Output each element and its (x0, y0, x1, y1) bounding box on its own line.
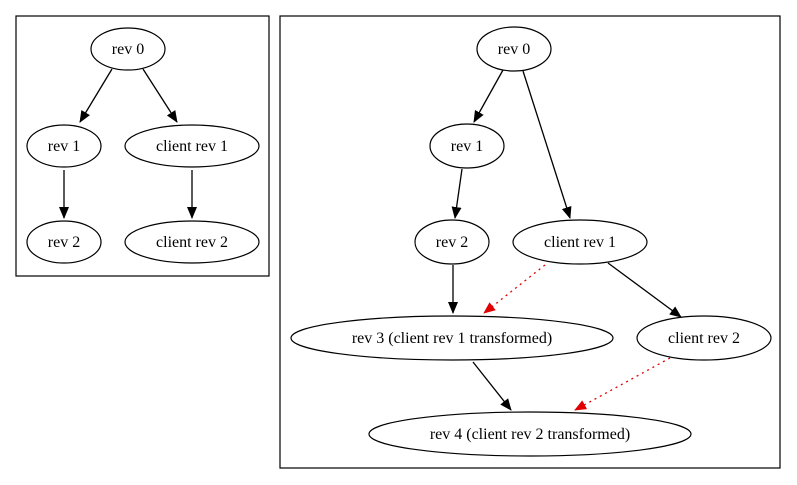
left-node-rev1: rev 1 (26, 124, 102, 168)
right-node-rev4: rev 4 (client rev 2 transformed) (368, 411, 692, 457)
left-node-rev2: rev 2 (26, 220, 102, 264)
right-node-client-rev2: client rev 2 (636, 315, 772, 361)
right-graph-frame (279, 15, 781, 469)
right-node-rev1-label: rev 1 (451, 138, 483, 155)
left-node-rev2-label: rev 2 (48, 234, 80, 251)
left-node-client-rev2-label: client rev 2 (156, 234, 228, 251)
edge-left-rev0-rev1 (79, 68, 113, 123)
edge-right-rev3-rev4 (472, 361, 512, 411)
edge-left-rev0-client-rev1 (142, 68, 178, 123)
right-node-rev0: rev 0 (476, 26, 552, 72)
right-node-rev2: rev 2 (414, 219, 490, 265)
edge-right-client-rev1-rev3-transform (483, 264, 546, 314)
right-edges (448, 69, 682, 411)
right-node-rev3: rev 3 (client rev 1 transformed) (290, 315, 614, 361)
right-node-rev4-label: rev 4 (client rev 2 transformed) (430, 426, 630, 443)
left-node-rev0: rev 0 (90, 27, 166, 71)
right-node-rev2-label: rev 2 (436, 234, 468, 251)
left-graph-frame (15, 15, 270, 277)
right-node-client-rev1: client rev 1 (512, 219, 648, 265)
edge-right-rev0-rev1 (473, 69, 504, 123)
edge-right-rev0-client-rev1 (522, 70, 572, 219)
left-node-rev0-label: rev 0 (112, 41, 144, 58)
left-node-client-rev1-label: client rev 1 (156, 138, 228, 155)
edge-right-client-rev2-rev4-transform (574, 357, 671, 411)
left-node-client-rev1: client rev 1 (124, 124, 260, 168)
right-node-rev1: rev 1 (429, 123, 505, 169)
right-node-client-rev1-label: client rev 1 (544, 234, 616, 251)
right-node-rev3-label: rev 3 (client rev 1 transformed) (352, 330, 552, 347)
right-node-client-rev2-label: client rev 2 (668, 330, 740, 347)
left-node-client-rev2: client rev 2 (124, 220, 260, 264)
edge-right-client-rev1-client-rev2 (607, 262, 682, 318)
left-node-rev1-label: rev 1 (48, 138, 80, 155)
right-node-rev0-label: rev 0 (498, 41, 530, 58)
edge-right-rev1-rev2 (451, 168, 463, 219)
left-edges (59, 68, 197, 219)
